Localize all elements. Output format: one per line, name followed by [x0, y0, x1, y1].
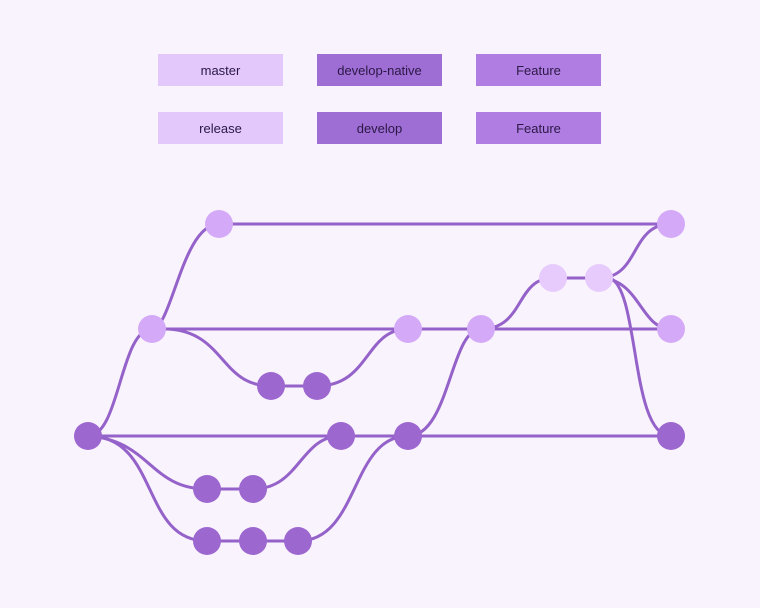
legend-develop: develop	[317, 112, 442, 144]
edge-release-feature-out	[166, 327, 273, 388]
node-release-4	[657, 315, 685, 343]
legend-label: Feature	[516, 120, 561, 136]
edge-master-branch	[150, 222, 221, 331]
node-release-3	[467, 315, 495, 343]
legend-label: release	[199, 120, 242, 136]
node-release-feature-1	[257, 372, 285, 400]
node-feature2-3	[284, 527, 312, 555]
node-develop-2	[327, 422, 355, 450]
edge-merge-to-release	[406, 327, 483, 438]
node-develop-3	[394, 422, 422, 450]
edge-feature2-in	[296, 434, 410, 543]
edge-feature2-out	[86, 434, 209, 543]
node-feature1-2	[239, 475, 267, 503]
node-release-2	[394, 315, 422, 343]
legend-label: Feature	[516, 62, 561, 78]
legend-master: master	[158, 54, 283, 86]
edge-develop-to-release	[86, 327, 154, 438]
legend-feature: Feature	[476, 54, 601, 86]
node-feature1-1	[193, 475, 221, 503]
node-master-2	[657, 210, 685, 238]
legend-label: develop	[356, 120, 403, 136]
edge-hotfix-to-develop	[608, 276, 673, 438]
legend-label: master	[200, 62, 241, 78]
legend-release: release	[158, 112, 283, 144]
edge-feature1-out	[86, 434, 209, 491]
node-hotfix-2	[585, 264, 613, 292]
edge-release-feature-in	[315, 327, 410, 388]
legend-develop-native: develop-native	[317, 54, 442, 86]
legend-feature-2: Feature	[476, 112, 601, 144]
edge-feature1-in	[251, 434, 343, 491]
node-develop-1	[74, 422, 102, 450]
node-hotfix-1	[539, 264, 567, 292]
node-release-1	[138, 315, 166, 343]
node-develop-4	[657, 422, 685, 450]
legend-label: develop-native	[337, 62, 422, 78]
node-master-1	[205, 210, 233, 238]
node-feature2-2	[239, 527, 267, 555]
node-release-feature-2	[303, 372, 331, 400]
node-feature2-1	[193, 527, 221, 555]
